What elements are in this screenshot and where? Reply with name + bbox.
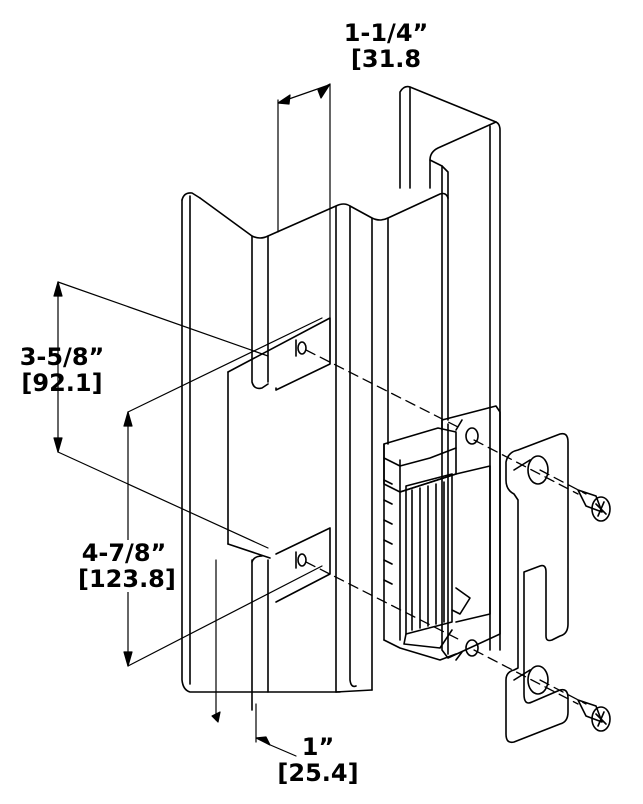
screw-upper — [577, 489, 611, 522]
alignment-lines — [305, 349, 587, 705]
dimension-label-bottom-width: 1” [25.4] — [270, 734, 366, 786]
dimension-label-top-width: 1-1/4” [31.8 — [340, 20, 432, 72]
dimension-top-width — [277, 83, 331, 365]
dimension-lower-height-imperial: 4-7/8” — [81, 539, 167, 567]
dimension-upper-height-imperial: 3-5/8” — [19, 343, 105, 371]
dimension-bottom-width — [211, 559, 297, 757]
screw-lower — [577, 699, 611, 732]
dimension-label-lower-height: 4-7/8” [123.8] — [78, 539, 176, 593]
dimension-label-upper-height: 3-5/8” [92.1] — [16, 344, 108, 396]
dimension-bottom-width-imperial: 1” — [301, 733, 335, 761]
dimension-top-width-imperial: 1-1/4” — [343, 19, 429, 47]
dimension-lower-height — [123, 317, 323, 667]
dimension-top-width-metric: [31.8 — [350, 45, 422, 73]
electric-strike — [383, 405, 501, 661]
dimension-bottom-width-metric: [25.4] — [277, 759, 359, 787]
dimension-upper-height — [53, 281, 269, 549]
dimension-lower-height-metric: [123.8] — [78, 565, 176, 593]
dimension-upper-height-metric: [92.1] — [21, 369, 103, 397]
door-frame-back-profile — [399, 85, 501, 651]
door-frame — [181, 165, 449, 711]
